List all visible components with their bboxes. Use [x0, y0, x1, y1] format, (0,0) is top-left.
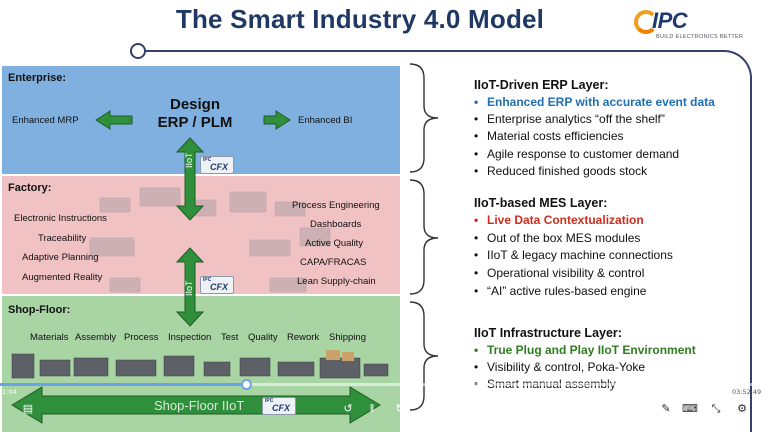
enterprise-label: Enterprise: — [8, 72, 67, 84]
cfx-badge: IPC CFX — [200, 156, 234, 174]
factory-right-item: Lean Supply-chain — [297, 276, 376, 287]
factory-left-item: Augmented Reality — [22, 272, 103, 283]
replay-10-icon: ↺ — [343, 403, 353, 415]
cfx-badge: IPC CFX — [262, 397, 296, 415]
iiot-arrow-label: IIoT — [184, 280, 194, 296]
erp-layer-heading: IIoT-Driven ERP Layer: — [474, 78, 609, 92]
erp-layer-item: Enterprise analytics “off the shelf” — [474, 112, 665, 126]
enhanced-bi-text: Enhanced BI — [298, 115, 353, 126]
iiot-arrow-label: IIoT — [184, 152, 194, 168]
factory-right-item: CAPA/FRACAS — [300, 257, 367, 268]
mes-layer-item: Operational visibility & control — [474, 266, 644, 280]
video-progress-handle[interactable] — [240, 379, 252, 390]
video-progress-fill — [0, 383, 246, 386]
infra-layer-item: Visibility & control, Poka-Yoke — [474, 360, 645, 374]
settings-button[interactable]: ⚙ — [734, 402, 750, 416]
keyboard-button[interactable]: ⌨ — [682, 402, 698, 416]
erp-plm-line: ERP / PLM — [157, 114, 233, 131]
stage-label: Test — [221, 332, 239, 343]
enhanced-mrp-text: Enhanced MRP — [12, 115, 79, 126]
factory-right-item: Dashboards — [310, 219, 362, 230]
stage-label: Process — [124, 332, 159, 343]
slide-frame-line — [138, 50, 752, 432]
shopfloor-iiot-label: Shop-Floor IIoT — [154, 398, 245, 413]
logo-swoosh-icon — [634, 10, 658, 34]
infra-layer-heading: IIoT Infrastructure Layer: — [474, 326, 622, 340]
time-elapsed: 1:04 — [2, 388, 17, 396]
erp-layer-item: Enhanced ERP with accurate event data — [474, 95, 715, 109]
cfx-badge: IPC CFX — [200, 276, 234, 294]
factory-illustration — [89, 187, 331, 293]
collapse-button[interactable]: ⤡ — [708, 402, 724, 416]
replay-10-button[interactable]: ↺ — [340, 402, 356, 416]
video-progress-track[interactable] — [0, 383, 768, 386]
collapse-icon: ⤡ — [711, 403, 721, 415]
factory-right-item: Active Quality — [305, 238, 364, 249]
time-total: 03:52:49 — [732, 388, 762, 396]
forward-10-icon: ↻ — [395, 403, 405, 415]
slide-title: The Smart Industry 4.0 Model — [175, 4, 545, 34]
mes-layer-item: Out of the box MES modules — [474, 231, 640, 245]
layer-braces — [409, 63, 439, 411]
logo-tagline: BUILD ELECTRONICS BETTER — [656, 34, 744, 40]
stage-label: Assembly — [75, 332, 117, 343]
pause-button[interactable]: ‖ — [364, 402, 380, 416]
factory-left-item: Adaptive Planning — [22, 252, 99, 263]
pen-button[interactable]: ✎ — [658, 402, 674, 416]
design-erp-plm: Design ERP / PLM — [140, 96, 250, 132]
captions-icon: ▤ — [22, 403, 34, 415]
erp-layer-item: Material costs efficiencies — [474, 129, 624, 143]
stage-label: Rework — [287, 332, 320, 343]
stage-label: Quality — [248, 332, 278, 343]
forward-10-button[interactable]: ↻ — [392, 402, 408, 416]
factory-band: Factory: — [2, 176, 400, 294]
shopfloor-label: Shop-Floor: — [8, 304, 71, 316]
settings-icon: ⚙ — [737, 403, 747, 415]
captions-button[interactable]: ▤ — [20, 402, 36, 416]
stage-label: Materials — [30, 332, 69, 343]
mes-layer-item: Live Data Contextualization — [474, 213, 644, 227]
factory-label: Factory: — [8, 182, 52, 194]
shopfloor-equipment-illustration — [11, 350, 389, 379]
frame-dot — [130, 43, 146, 59]
factory-right-item: Process Engineering — [292, 200, 380, 211]
mes-layer-heading: IIoT-based MES Layer: — [474, 196, 608, 210]
pause-icon: ‖ — [369, 403, 375, 415]
mes-layer-item: IIoT & legacy machine connections — [474, 248, 673, 262]
erp-layer-item: Agile response to customer demand — [474, 147, 679, 161]
factory-left-item: Traceability — [38, 233, 87, 244]
logo-name: IPC — [652, 8, 688, 33]
ipc-logo: IPC BUILD ELECTRONICS BETTER — [634, 6, 764, 46]
factory-left-item: Electronic Instructions — [14, 213, 107, 224]
infra-layer-item: True Plug and Play IIoT Environment — [474, 343, 696, 357]
keyboard-icon: ⌨ — [682, 403, 698, 415]
pen-icon: ✎ — [661, 403, 671, 415]
design-line: Design — [169, 96, 220, 113]
stage-label: Inspection — [168, 332, 212, 343]
erp-layer-item: Reduced finished goods stock — [474, 164, 647, 178]
mes-layer-item: “AI” active rules-based engine — [474, 284, 646, 298]
stage-label: Shipping — [329, 332, 366, 343]
